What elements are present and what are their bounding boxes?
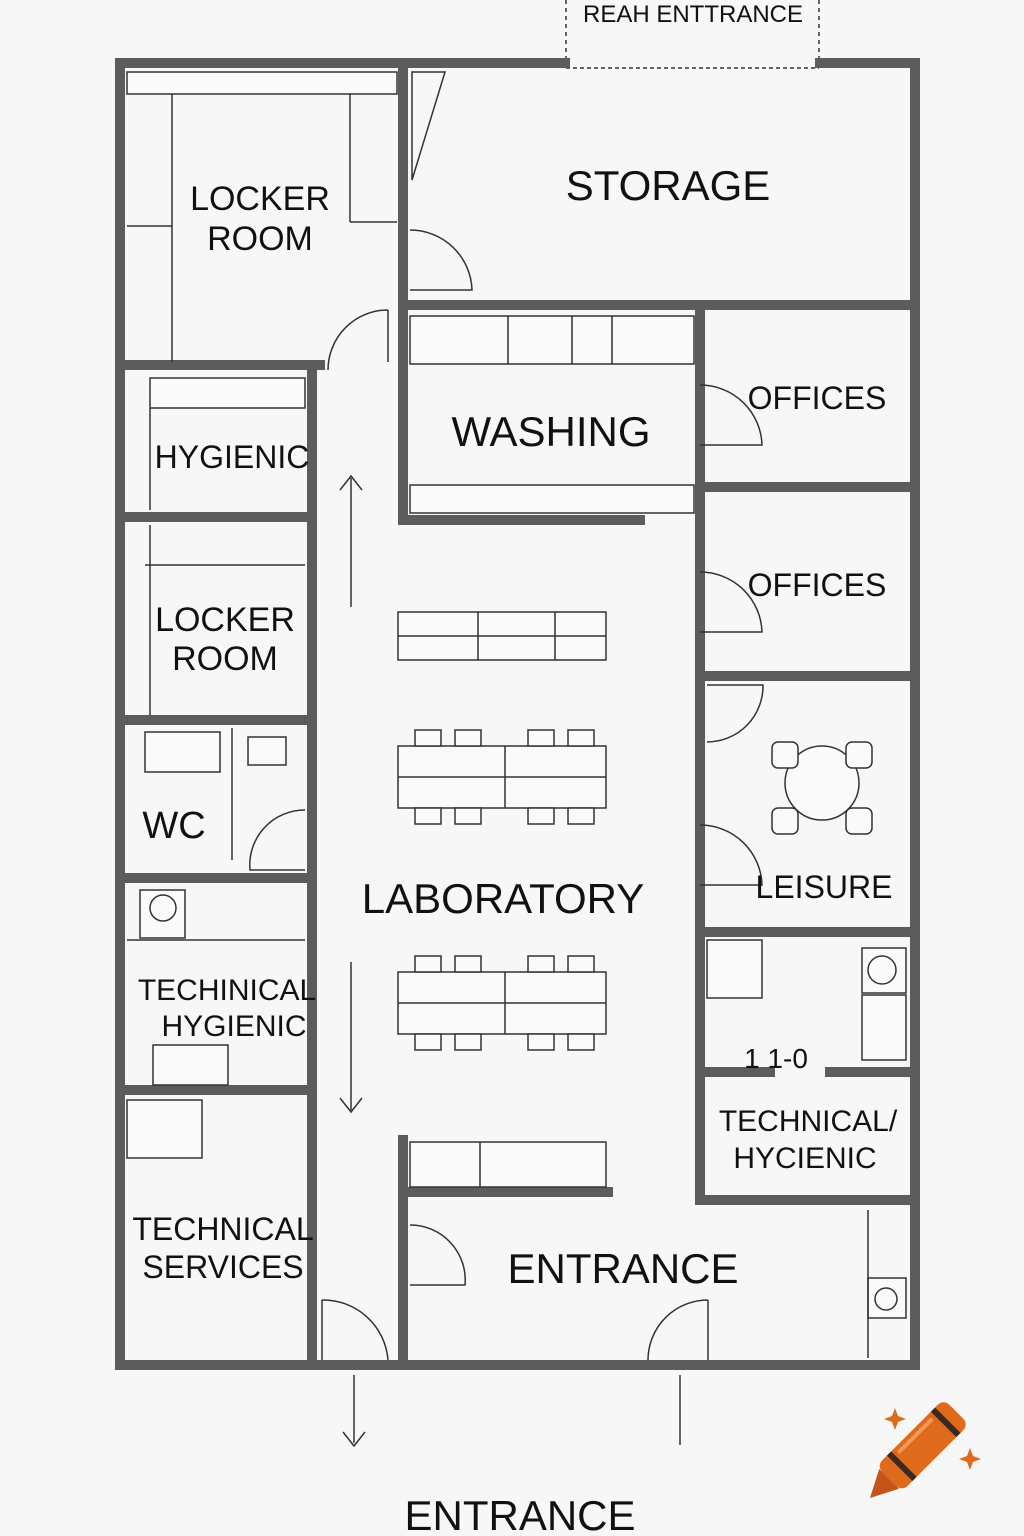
- entrance-inner-label: ENTRANCE: [507, 1245, 738, 1292]
- wc-label: WC: [142, 805, 205, 847]
- room-labels: REAH ENTTRANCE STORAGE LOCKER ROOM HYGIE…: [132, 1, 898, 1536]
- rear-entrance-opening: [565, 0, 820, 69]
- locker-room-2-label-line2: ROOM: [172, 640, 278, 678]
- locker-room-2-label-line1: LOCKER: [155, 601, 295, 639]
- technical-hygienic-left-line2: HYGIENIC: [161, 1010, 306, 1043]
- storage-label: STORAGE: [566, 162, 771, 209]
- hygienic-label: HYGIENIC: [155, 439, 310, 475]
- technical-hygienic-left-line1: TECHINICAL: [138, 974, 316, 1007]
- sparkle-icon: [959, 1448, 981, 1470]
- circulation-arrows: [339, 474, 681, 1448]
- leisure-label: LEISURE: [756, 869, 893, 905]
- lab-benches: [397, 611, 873, 1051]
- dimension-note: 1 1-0: [744, 1043, 808, 1074]
- offices-1-label: OFFICES: [748, 380, 887, 416]
- crayon-logo-icon: [870, 1402, 966, 1498]
- locker-room-1-label-line1: LOCKER: [190, 180, 330, 218]
- technical-services-line1: TECHNICAL: [132, 1211, 313, 1247]
- technical-services-line2: SERVICES: [142, 1249, 303, 1285]
- walls: [115, 58, 920, 1370]
- fixtures: [126, 71, 907, 1358]
- leisure-table: [784, 745, 860, 821]
- washing-label: WASHING: [451, 408, 650, 455]
- laboratory-label: LABORATORY: [362, 875, 644, 922]
- technical-hygienic-right-line2: HYCIENIC: [733, 1142, 876, 1175]
- sparkle-icon: [884, 1408, 906, 1430]
- entrance-outer-label: ENTRANCE: [404, 1492, 635, 1536]
- technical-hygienic-right-line1: TECHNICAL/: [719, 1105, 898, 1138]
- locker-room-1-label-line2: ROOM: [207, 220, 313, 258]
- doors: [249, 71, 764, 1361]
- rear-entrance-label: REAH ENTTRANCE: [583, 1, 803, 28]
- offices-2-label: OFFICES: [748, 567, 887, 603]
